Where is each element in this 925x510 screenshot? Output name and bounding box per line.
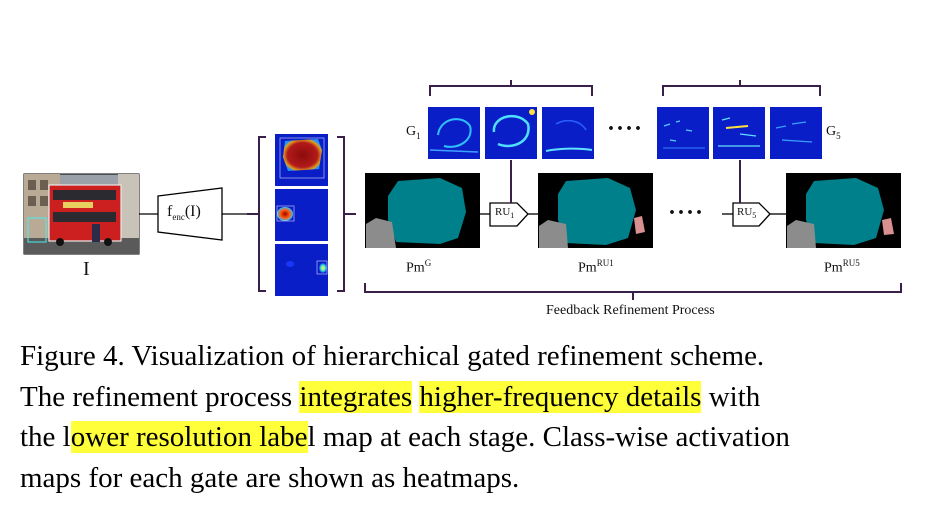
gate-heatmap-g5-c [770,107,822,159]
process-label: Feedback Refinement Process [546,303,715,318]
segmentation-map-pm-ru1 [538,173,653,248]
gate-group-bracket-5 [662,85,821,96]
caption-line-1: Figure 4. Visualization of hierarchical … [20,340,765,372]
activation-map-3 [275,244,328,296]
activation-map-1 [275,134,328,186]
figure-caption: Figure 4. Visualization of hierarchical … [20,336,905,498]
input-image-thumbnail [23,173,140,255]
gate-label-g5: G5 [826,124,841,141]
gate-heatmap-g5-a [657,107,709,159]
ru1-label: RU1 [495,206,515,221]
bracket-right [337,136,345,292]
gate-heatmap-g5-b [713,107,765,159]
pm-g-label: PmG [406,258,432,276]
figure-panel: I fenc(I) G1 G5 ···· ···· RU1 RU5 PmG Pm… [23,80,902,318]
highlight-higher-frequency-details: higher-frequency details [419,380,702,413]
pm-ru1-label: PmRU1 [578,258,614,276]
gate-heatmap-g1-b [485,107,537,159]
ru5-label: RU5 [737,206,757,221]
input-image-label: I [83,258,90,280]
highlight-integrates: integrates [299,380,413,413]
activation-map-2 [275,189,328,241]
pm-ru5-label: PmRU5 [824,258,860,276]
segmentation-map-pm-ru5 [786,173,901,248]
gate-heatmap-g1-a [428,107,480,159]
gate-heatmap-g1-c [542,107,594,159]
highlight-lower-resolution-label: ower resolution labe [70,421,308,453]
gates-ellipsis: ···· [607,116,644,142]
figure-diagram [23,80,902,300]
segmentation-map-pm-g [365,173,480,248]
refinement-unit-1 [489,202,529,227]
encoder-label: fenc(I) [167,203,201,223]
caption-line-4: maps for each gate are shown as heatmaps… [20,461,520,494]
process-bracket [364,283,902,293]
refinement-unit-5 [732,202,771,227]
caption-line-2: The refinement process integrates higher… [20,380,761,413]
refinement-ellipsis: ···· [668,200,705,226]
bracket-left [258,136,266,292]
encoder-block [157,187,223,241]
caption-line-3: the lower resolution label map at each s… [20,421,790,453]
gate-label-g1: G1 [406,124,421,141]
gate-group-bracket-1 [429,85,593,96]
